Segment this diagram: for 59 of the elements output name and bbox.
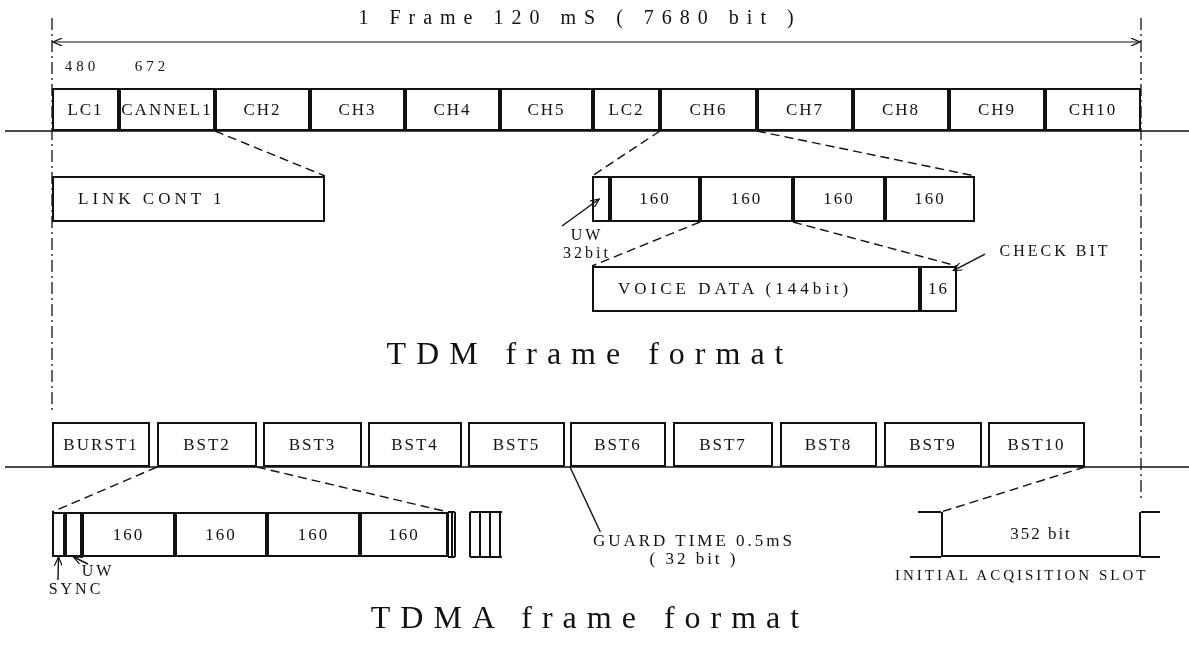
expansion-line bbox=[792, 221, 958, 267]
leader-line bbox=[569, 466, 602, 533]
leader-label: SYNC bbox=[46, 580, 106, 598]
leader-arrow bbox=[53, 556, 63, 581]
slot-box: 160 bbox=[610, 176, 700, 222]
leader-label: UW 32bit bbox=[562, 226, 612, 262]
expansion-line bbox=[51, 466, 158, 513]
slot-box: LC2 bbox=[593, 88, 660, 131]
slot-box: 160 bbox=[360, 512, 448, 557]
slot-box: LINK CONT 1 bbox=[52, 176, 325, 222]
slot-box: BST4 bbox=[368, 422, 462, 467]
section-heading: TDMA frame format bbox=[369, 598, 811, 637]
slot-box: 160 bbox=[82, 512, 175, 557]
slot-box: 16 bbox=[920, 266, 957, 312]
slot-box: BST3 bbox=[263, 422, 362, 467]
slot-box: CH7 bbox=[757, 88, 853, 131]
slot-box: BST5 bbox=[468, 422, 565, 467]
slot-box: 160 bbox=[700, 176, 793, 222]
leader-arrow bbox=[561, 198, 600, 227]
slot-box: CH2 bbox=[215, 88, 310, 131]
expansion-line bbox=[940, 466, 1086, 513]
leader-label: CHECK BIT bbox=[985, 242, 1125, 260]
slot-box: 160 bbox=[885, 176, 975, 222]
slot-box: BST9 bbox=[884, 422, 982, 467]
slot-box: CH9 bbox=[949, 88, 1045, 131]
slot-box: CANNEL1 bbox=[119, 88, 215, 131]
leader-label: GUARD TIME 0.5mS ( 32 bit ) bbox=[590, 532, 798, 568]
slot-box: CH10 bbox=[1045, 88, 1141, 131]
slot-box: 160 bbox=[175, 512, 267, 557]
slot-box: BST10 bbox=[988, 422, 1085, 467]
slot-box: 352 bit bbox=[941, 512, 1141, 557]
dimension-label: 1 Frame 120 mS ( 7680 bit ) bbox=[357, 5, 803, 30]
slot-box: 160 bbox=[267, 512, 360, 557]
slot-box: CH6 bbox=[660, 88, 757, 131]
leader-arrow bbox=[952, 253, 986, 272]
slot-caption: INITIAL ACQISITION SLOT bbox=[895, 566, 1149, 584]
slot-box: LC1 bbox=[52, 88, 119, 131]
bit-count-label: 672 bbox=[133, 57, 171, 76]
slot-box: 160 bbox=[793, 176, 885, 222]
slot-box bbox=[52, 512, 65, 557]
slot-box: BURST1 bbox=[52, 422, 150, 467]
slot-box: CH4 bbox=[405, 88, 500, 131]
slot-box: BST8 bbox=[780, 422, 877, 467]
slot-box bbox=[592, 176, 610, 222]
expansion-line bbox=[214, 130, 326, 177]
slot-box: CH3 bbox=[310, 88, 405, 131]
bit-count-label: 480 bbox=[63, 57, 101, 76]
slot-box: BST2 bbox=[157, 422, 257, 467]
slot-box bbox=[65, 512, 82, 557]
expansion-line bbox=[591, 221, 701, 267]
slot-box: BST7 bbox=[673, 422, 773, 467]
slot-box: CH8 bbox=[853, 88, 949, 131]
leader-arrow bbox=[72, 556, 89, 566]
leader-label: UW bbox=[78, 562, 118, 580]
slot-box: BST6 bbox=[570, 422, 666, 467]
expansion-line bbox=[591, 130, 661, 177]
slot-box: VOICE DATA (144bit) bbox=[592, 266, 920, 312]
slot-box: CH5 bbox=[500, 88, 593, 131]
section-heading: TDM frame format bbox=[385, 334, 795, 373]
